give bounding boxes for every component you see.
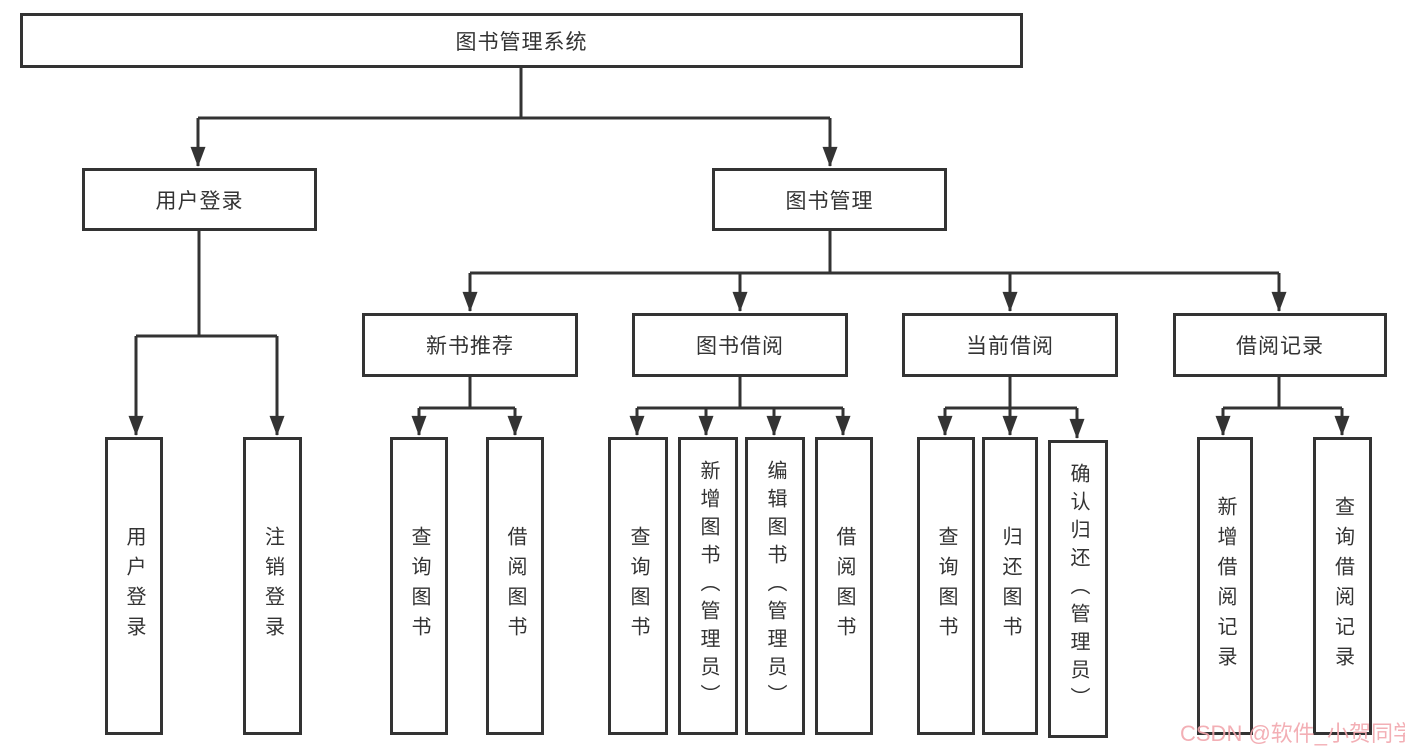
node-book-borrow-label: 图书借阅 bbox=[696, 335, 784, 358]
leaf-add-books-admin-label: 新增图书（管理员） bbox=[697, 460, 719, 712]
leaf-current-query-books-label: 查询图书 bbox=[935, 526, 957, 646]
leaf-borrow-query-books: 查询图书 bbox=[608, 437, 668, 735]
node-user-login-label: 用户登录 bbox=[155, 189, 244, 213]
leaf-add-borrow-record: 新增借阅记录 bbox=[1197, 437, 1253, 735]
leaf-add-borrow-record-label: 新增借阅记录 bbox=[1214, 496, 1236, 676]
leaf-edit-books-admin-label: 编辑图书（管理员） bbox=[764, 460, 786, 712]
connector-current-borrow-to-leaves bbox=[937, 377, 1085, 439]
node-book-management: 图书管理 bbox=[712, 168, 947, 231]
node-current-borrow-label: 当前借阅 bbox=[966, 335, 1054, 358]
node-book-management-label: 图书管理 bbox=[785, 189, 874, 213]
leaf-recommend-query-books-label: 查询图书 bbox=[408, 526, 430, 646]
leaf-query-borrow-record: 查询借阅记录 bbox=[1313, 437, 1372, 735]
node-new-book-recommend-label: 新书推荐 bbox=[426, 335, 514, 358]
leaf-return-books-label: 归还图书 bbox=[999, 526, 1021, 646]
leaf-user-login-label: 用户登录 bbox=[123, 526, 145, 646]
node-root-system-label: 图书管理系统 bbox=[455, 30, 588, 54]
csdn-watermark: CSDN @软件_小贺同学 bbox=[1180, 721, 1405, 746]
leaf-borrow-query-books-label: 查询图书 bbox=[627, 526, 649, 646]
leaf-recommend-query-books: 查询图书 bbox=[390, 437, 448, 735]
connector-borrow-record-to-leaves bbox=[1215, 377, 1350, 436]
connector-book-management-to-level3 bbox=[462, 231, 1287, 312]
node-borrow-record: 借阅记录 bbox=[1173, 313, 1387, 377]
leaf-borrow-borrow-books-label: 借阅图书 bbox=[833, 526, 855, 646]
leaf-add-books-admin: 新增图书（管理员） bbox=[678, 437, 738, 735]
leaf-logout: 注销登录 bbox=[243, 437, 302, 735]
connector-new-book-recommend-to-leaves bbox=[411, 377, 523, 436]
leaf-return-books: 归还图书 bbox=[982, 437, 1038, 735]
leaf-confirm-return-admin-label: 确认归还（管理员） bbox=[1067, 463, 1089, 715]
node-root-system: 图书管理系统 bbox=[20, 13, 1023, 68]
node-current-borrow: 当前借阅 bbox=[902, 313, 1118, 377]
node-user-login: 用户登录 bbox=[82, 168, 317, 231]
leaf-confirm-return-admin: 确认归还（管理员） bbox=[1048, 440, 1108, 738]
leaf-query-borrow-record-label: 查询借阅记录 bbox=[1331, 496, 1354, 676]
leaf-edit-books-admin: 编辑图书（管理员） bbox=[745, 437, 805, 735]
leaf-borrow-borrow-books: 借阅图书 bbox=[815, 437, 873, 735]
leaf-logout-label: 注销登录 bbox=[261, 526, 284, 646]
leaf-recommend-borrow-books: 借阅图书 bbox=[486, 437, 544, 735]
leaf-user-login: 用户登录 bbox=[105, 437, 163, 735]
connector-root-to-level2 bbox=[190, 68, 838, 167]
connector-book-borrow-to-leaves bbox=[629, 377, 851, 436]
node-borrow-record-label: 借阅记录 bbox=[1236, 335, 1324, 358]
node-new-book-recommend: 新书推荐 bbox=[362, 313, 578, 377]
node-book-borrow: 图书借阅 bbox=[632, 313, 848, 377]
leaf-recommend-borrow-books-label: 借阅图书 bbox=[504, 526, 526, 646]
leaf-current-query-books: 查询图书 bbox=[917, 437, 975, 735]
connector-user-login-to-leaves bbox=[128, 231, 285, 436]
